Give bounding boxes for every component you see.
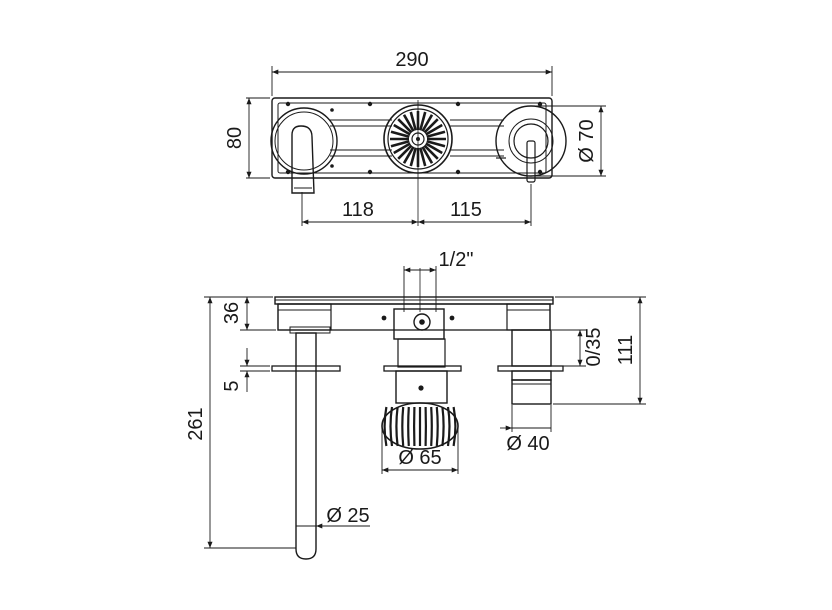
- dim-flange-thickness: 5: [221, 380, 243, 391]
- dim-spout-diameter: Ø 25: [326, 505, 369, 527]
- front-center-body: [393, 308, 445, 340]
- knob-rib: [430, 406, 433, 447]
- front-spout: [295, 332, 317, 560]
- spout-escutcheon-inner: [274, 111, 334, 171]
- lever-stem: [526, 140, 536, 183]
- dim-height: 80: [224, 127, 246, 149]
- knob-rib: [401, 406, 405, 447]
- dim-handle-diameter: Ø 70: [576, 119, 598, 162]
- lever-escutcheon-inner: [508, 118, 554, 164]
- knob-rib: [407, 406, 410, 447]
- dim-overall-width: 290: [395, 49, 428, 71]
- knob-rib: [446, 406, 451, 447]
- knob-tooth: [397, 144, 413, 160]
- knob-tooth: [409, 111, 417, 131]
- dim-spout-length: 261: [185, 407, 207, 440]
- knob-rib: [395, 406, 399, 447]
- knob-tooth: [426, 140, 446, 148]
- knob-tooth: [421, 146, 434, 164]
- knob-tooth: [393, 142, 411, 155]
- top-view: 290 80 118 115 Ø 70: [224, 49, 606, 226]
- knob-tooth: [409, 147, 417, 167]
- knob-tooth: [425, 123, 443, 136]
- dim-connection: 1/2": [439, 249, 474, 271]
- dim-center-to-lever: 115: [450, 199, 482, 221]
- knob-rib: [452, 406, 457, 447]
- knob-tooth: [425, 142, 443, 155]
- knob-tooth: [397, 118, 413, 134]
- front-flange: [271, 365, 341, 372]
- top-spout: [291, 125, 315, 194]
- knob-rib: [441, 406, 445, 447]
- knob-tooth: [393, 123, 411, 136]
- front-housing: [277, 303, 551, 331]
- dim-spout-to-center: 118: [342, 199, 374, 221]
- lever-cap: [513, 123, 549, 159]
- dim-plate-depth: 36: [221, 302, 243, 324]
- knob-tooth: [426, 130, 446, 138]
- top-screw-holes: [285, 101, 543, 175]
- front-handle-body: [511, 329, 552, 367]
- dim-handle-depth: 111: [615, 335, 637, 365]
- knob-rib: [383, 406, 388, 447]
- knob-tooth: [421, 114, 434, 132]
- front-knob: [381, 402, 459, 450]
- knob-tooth: [419, 147, 427, 167]
- top-back-plate: [271, 97, 553, 179]
- top-rails: [330, 119, 504, 157]
- front-handle-cap: [511, 379, 552, 405]
- spout-escutcheon: [270, 107, 338, 175]
- dim-handle-body-diameter: Ø 40: [506, 433, 549, 455]
- knob-tooth: [402, 114, 415, 132]
- dim-knob-diameter: Ø 65: [398, 447, 441, 469]
- knob-tooth: [423, 144, 439, 160]
- knob-rib: [435, 406, 439, 447]
- knob-tooth: [423, 118, 439, 134]
- dim-adjustment-range: 0/35: [583, 328, 605, 367]
- knob-tooth: [390, 140, 410, 148]
- knob-tooth: [419, 111, 427, 131]
- knob-tooth: [402, 146, 415, 164]
- front-view: 1/2" 36 5 261 Ø 25 Ø 65 Ø 40: [185, 249, 646, 560]
- knob-tooth: [390, 130, 410, 138]
- knob-rib: [389, 406, 394, 447]
